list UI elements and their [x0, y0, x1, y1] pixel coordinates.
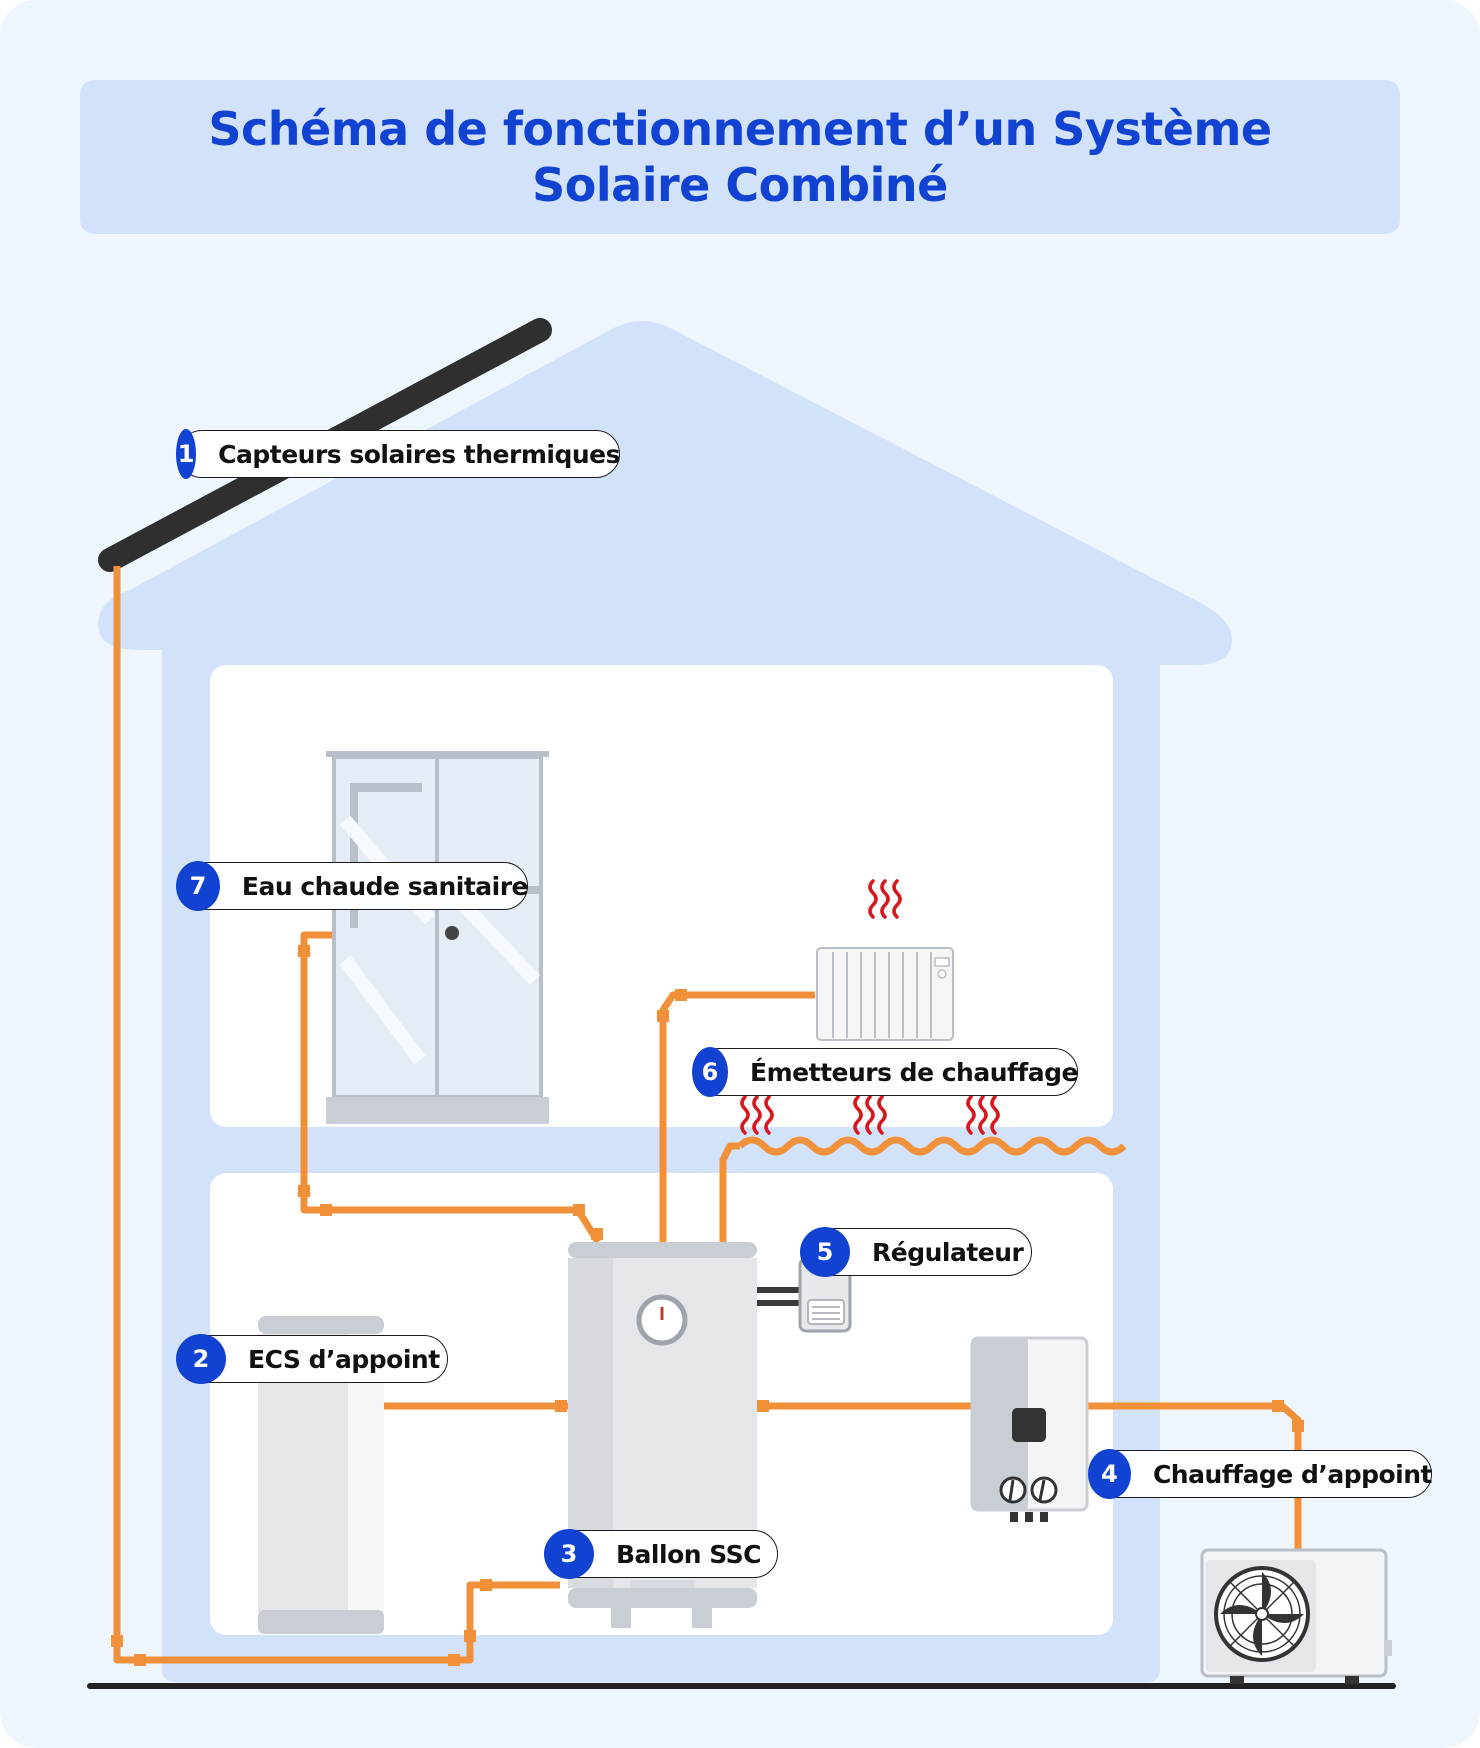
label-ballon-ssc: 3 Ballon SSC — [544, 1529, 778, 1579]
label-number: 2 — [176, 1334, 226, 1384]
boiler-icon — [970, 1336, 1089, 1522]
heat-waves-icon — [740, 879, 1000, 1135]
label-number: 3 — [544, 1529, 594, 1579]
label-number: 5 — [800, 1227, 850, 1277]
label-number: 7 — [176, 861, 220, 911]
controller-icon — [757, 1257, 852, 1333]
label-text: Capteurs solaires thermiques — [218, 439, 620, 469]
outdoor-heat-pump-icon — [1200, 1548, 1392, 1684]
pipes — [113, 566, 1302, 1664]
fan-icon — [1214, 1566, 1310, 1662]
label-capteurs-solaires: 1 Capteurs solaires thermiques — [176, 429, 620, 479]
label-number: 6 — [692, 1047, 729, 1097]
label-text: Émetteurs de chauffage — [750, 1057, 1078, 1087]
label-text: Chauffage d’appoint — [1152, 1459, 1433, 1489]
pipe-joints — [111, 945, 1304, 1666]
label-text: Régulateur — [872, 1237, 1024, 1267]
label-text: Ballon SSC — [616, 1539, 761, 1569]
label-eau-chaude-sanitaire: 7 Eau chaude sanitaire — [176, 861, 529, 911]
label-text: ECS d’appoint — [248, 1344, 440, 1374]
label-number: 4 — [1088, 1449, 1131, 1499]
page-title: Schéma de fonctionnement d’un Système So… — [208, 102, 1272, 212]
title-banner: Schéma de fonctionnement d’un Système So… — [80, 80, 1400, 234]
underfloor-heating — [737, 1136, 1127, 1156]
shower-cabin-icon — [326, 751, 549, 1124]
label-chauffage-appoint: 4 Chauffage d’appoint — [1088, 1449, 1433, 1499]
label-emetteurs-chauffage: 6 Émetteurs de chauffage — [692, 1047, 1078, 1097]
label-text: Eau chaude sanitaire — [241, 871, 529, 901]
label-ecs-appoint: 2 ECS d’appoint — [176, 1334, 448, 1384]
label-regulateur: 5 Régulateur — [800, 1227, 1032, 1277]
label-number: 1 — [176, 429, 197, 479]
radiator-icon — [816, 947, 954, 1041]
